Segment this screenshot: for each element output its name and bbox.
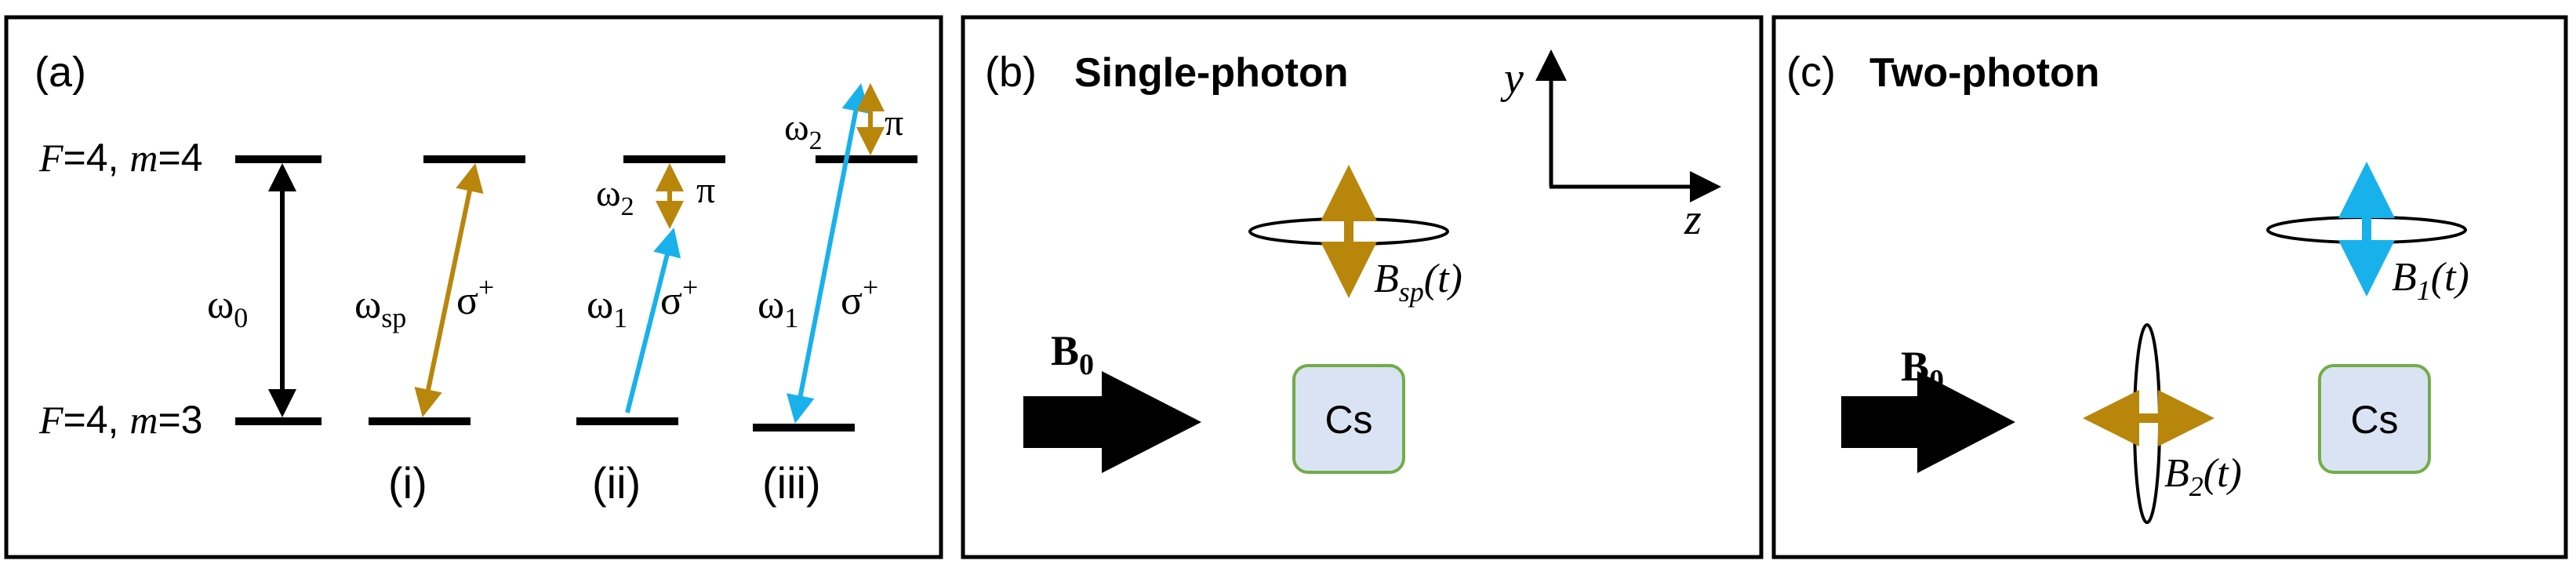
- cs-label-b: Cs: [1324, 398, 1372, 442]
- transition-ii-freq2: ω2: [596, 173, 634, 221]
- transition-iii-freq1: ω1: [758, 282, 798, 333]
- transition-iii-freq2: ω2: [784, 107, 823, 155]
- panel-b-tag: (b): [985, 49, 1037, 96]
- transition-i-arrow: [414, 163, 484, 417]
- panel-c-title: Two-photon: [1869, 50, 2100, 96]
- transition-ii-sigma-arrow: [625, 228, 681, 413]
- panel-a-tag: (a): [35, 49, 86, 96]
- transition-iii-pol2: π: [885, 102, 903, 144]
- b0-label-c: B0: [1901, 343, 1944, 397]
- panel-a-frame: [4, 15, 943, 559]
- panel-b-title: Single-photon: [1074, 50, 1348, 96]
- b0-arrow-c: [1841, 371, 2015, 473]
- panel-b: (b) Single-photon y z Bsp(t) B0 Cs: [961, 15, 1764, 559]
- panel-c: (c) Two-photon B1(t) B2(t) B0 Cs: [1771, 15, 2568, 559]
- transition-iii-label: (iii): [762, 458, 821, 508]
- transition-ii-pol2: π: [696, 169, 715, 211]
- transition-iii-sigma-arrow: [787, 83, 870, 424]
- cs-label-c: Cs: [2350, 398, 2398, 442]
- coil-2: [2133, 323, 2161, 524]
- lower-level-label: F=4, m=3: [38, 398, 202, 442]
- field-2-label: B2(t): [2164, 451, 2242, 502]
- transition-i-label: (i): [388, 458, 427, 508]
- panel-a: (a) F=4, m=4 F=4, m=3 ω0 ωsp σ+ (i): [4, 15, 943, 559]
- b0-label: B0: [1051, 327, 1094, 381]
- upper-level-label: F=4, m=4: [38, 136, 202, 180]
- axis-z-label: z: [1684, 195, 1702, 244]
- b0-arrow: [1023, 371, 1201, 473]
- transition-ii-pol1: σ+: [660, 271, 698, 323]
- transition-iii-pol1: σ+: [841, 271, 878, 323]
- cs-cell-c: [2318, 364, 2431, 474]
- axis-y-label: y: [1500, 54, 1524, 103]
- field-1-label: B1(t): [2392, 255, 2469, 306]
- omega0-label: ω0: [207, 282, 248, 333]
- panel-c-tag: (c): [1786, 49, 1836, 96]
- panel-b-frame: [961, 15, 1764, 559]
- cs-cell-b: [1292, 364, 1405, 474]
- transition-i-pol: σ+: [456, 271, 494, 323]
- transition-ii-label: (ii): [592, 458, 641, 508]
- field-sp-label: Bsp(t): [1374, 257, 1462, 308]
- panel-c-frame: [1771, 15, 2568, 559]
- transition-i-freq: ωsp: [354, 282, 406, 333]
- transition-ii-freq1: ω1: [587, 282, 627, 333]
